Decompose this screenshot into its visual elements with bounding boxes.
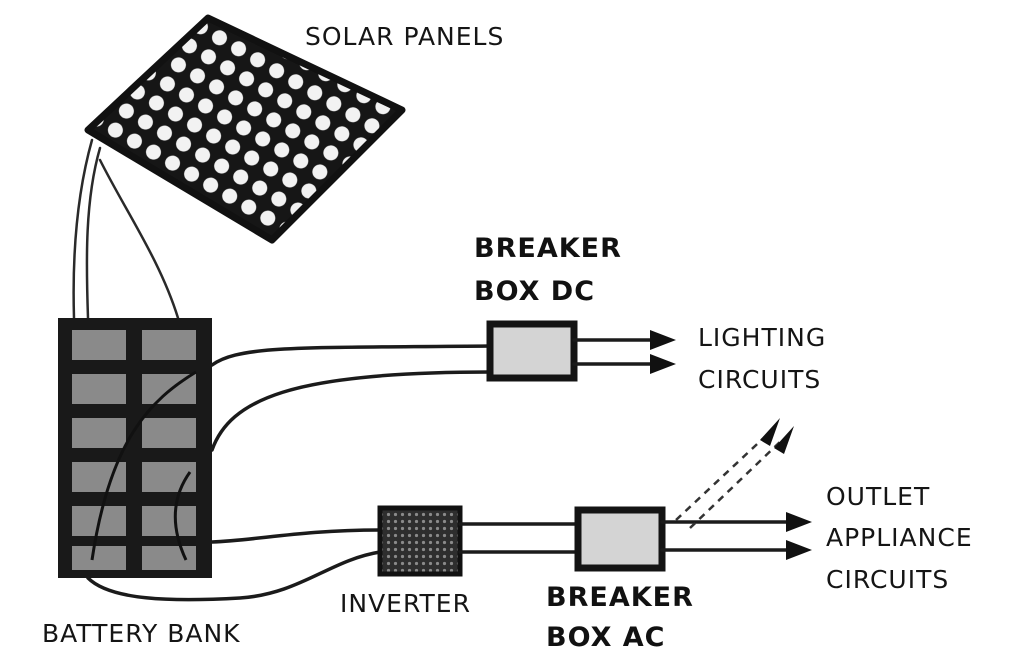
battery-bank xyxy=(58,318,212,578)
inverter-label: INVERTER xyxy=(340,589,471,618)
breaker-dc-label-line1: BREAKER xyxy=(474,233,622,264)
outlet-circuits-label-line3: CIRCUITS xyxy=(826,565,949,594)
breaker-ac-label-line1: BREAKER xyxy=(546,582,694,613)
outlet-circuits-label-line1: OUTLET xyxy=(826,482,930,511)
outlet-circuits-label-line2: APPLIANCE xyxy=(826,523,973,552)
lighting-circuits-label-line1: LIGHTING xyxy=(698,323,826,352)
breaker-box-ac xyxy=(574,506,666,572)
breaker-dc-label-line2: BOX DC xyxy=(474,276,595,307)
lighting-arrows xyxy=(572,330,676,374)
lighting-circuits-label-line2: CIRCUITS xyxy=(698,365,821,394)
battery-to-dc-breaker-wires xyxy=(210,344,492,452)
dashed-arrows xyxy=(675,418,794,529)
outlet-arrows xyxy=(660,512,812,560)
solar-panels-label: SOLAR PANELS xyxy=(305,22,504,51)
solar-panels xyxy=(84,14,406,244)
battery-to-inverter-wires xyxy=(86,528,382,602)
breaker-ac-label-line2: BOX AC xyxy=(546,622,666,653)
breaker-box-dc xyxy=(486,320,578,382)
inverter-to-ac-breaker-wires xyxy=(458,522,580,554)
battery-bank-label: BATTERY BANK xyxy=(42,619,241,648)
inverter xyxy=(377,505,463,577)
solar-to-battery-wires xyxy=(72,138,180,320)
